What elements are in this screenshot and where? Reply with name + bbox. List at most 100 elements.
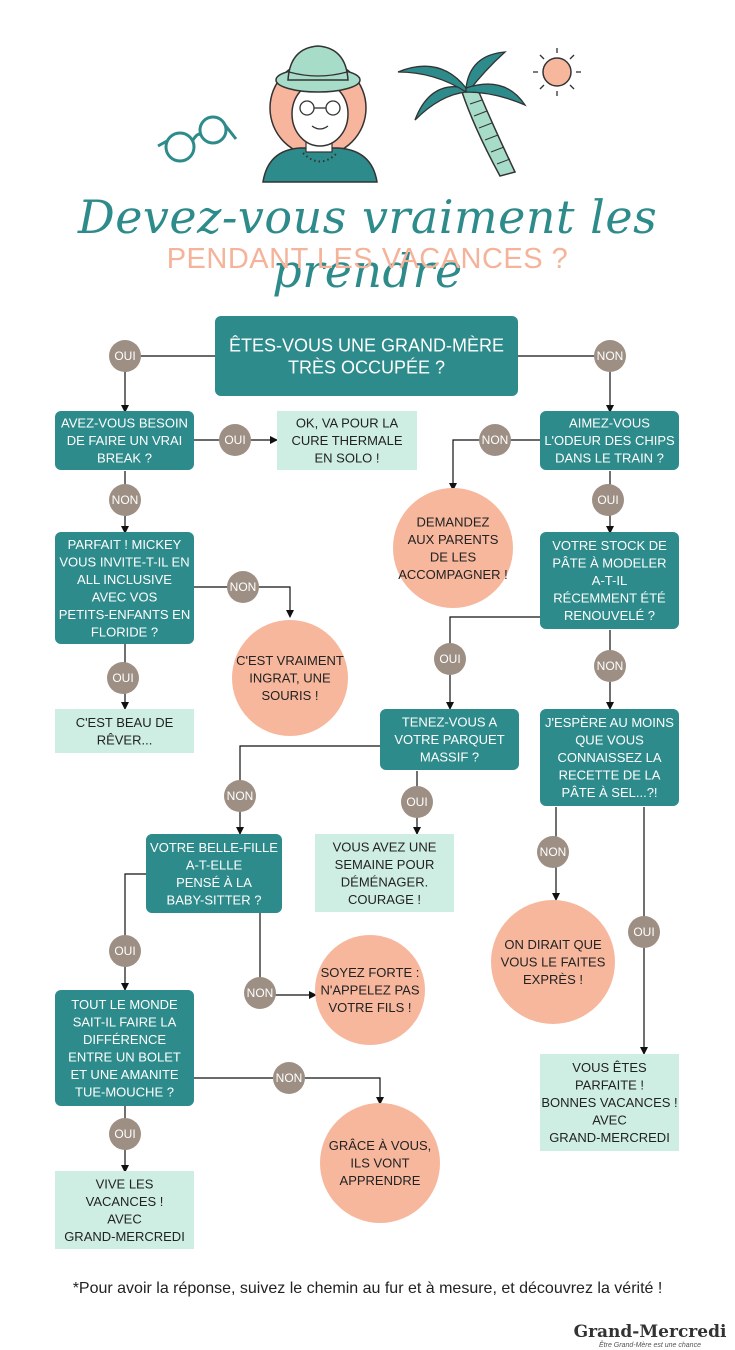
- non-badge: NON: [273, 1062, 305, 1094]
- page-title: Devez-vous vraiment les prendre: [77, 190, 658, 298]
- oui-badge: OUI: [107, 662, 139, 694]
- non-label: NON: [597, 349, 624, 363]
- question-box: [146, 834, 282, 913]
- brand-tagline: Être Grand-Mère est une chance: [599, 1342, 701, 1349]
- non-badge: NON: [594, 340, 626, 372]
- answer-circle: [315, 935, 425, 1045]
- oui-badge: OUI: [109, 340, 141, 372]
- answer-box: [55, 709, 194, 753]
- oui-label: OUI: [114, 944, 135, 958]
- brand-logo: Grand-Mercredi: [573, 1322, 727, 1342]
- question-box: [55, 990, 194, 1106]
- connector-line: [446, 616, 540, 710]
- non-badge: NON: [537, 836, 569, 868]
- connector-line: [194, 586, 294, 618]
- answer-circle: [491, 900, 615, 1024]
- connector-line: [121, 873, 146, 991]
- non-badge: NON: [479, 424, 511, 456]
- non-badge: NON: [244, 977, 276, 1009]
- question-box: [540, 411, 679, 470]
- page-subtitle: PENDANT LES VACANCES ?: [166, 243, 569, 275]
- non-label: NON: [482, 433, 509, 447]
- answer-box: [540, 1054, 679, 1151]
- non-label: NON: [112, 493, 139, 507]
- footer-note: *Pour avoir la réponse, suivez le chemin…: [72, 1280, 663, 1297]
- oui-label: OUI: [224, 433, 245, 447]
- oui-label: OUI: [112, 671, 133, 685]
- oui-label: OUI: [114, 1127, 135, 1141]
- non-badge: NON: [227, 571, 259, 603]
- connector-line: [194, 1077, 384, 1105]
- oui-badge: OUI: [628, 916, 660, 948]
- answer-box: [315, 834, 454, 912]
- sun-icon: [533, 48, 581, 96]
- oui-label: OUI: [406, 795, 427, 809]
- non-label: NON: [227, 789, 254, 803]
- non-label: NON: [597, 659, 624, 673]
- oui-label: OUI: [633, 925, 654, 939]
- answer-box: [277, 411, 417, 470]
- oui-label: OUI: [114, 349, 135, 363]
- oui-label: OUI: [597, 493, 618, 507]
- non-badge: NON: [109, 484, 141, 516]
- oui-badge: OUI: [401, 786, 433, 818]
- connector-line: [518, 355, 614, 413]
- question-box: [540, 532, 679, 629]
- question-box: [540, 709, 679, 806]
- connector-line: [236, 745, 380, 835]
- non-label: NON: [230, 580, 257, 594]
- grandmother-icon: [262, 45, 378, 183]
- question-box: [215, 316, 518, 396]
- oui-badge: OUI: [219, 424, 251, 456]
- sunglasses-icon: [157, 115, 238, 163]
- non-label: NON: [540, 845, 567, 859]
- non-label: NON: [276, 1071, 303, 1085]
- question-box: [380, 709, 519, 770]
- non-badge: NON: [224, 780, 256, 812]
- oui-badge: OUI: [434, 643, 466, 675]
- answer-circle: [393, 488, 513, 608]
- question-box: [55, 532, 194, 644]
- non-label: NON: [247, 986, 274, 1000]
- oui-badge: OUI: [592, 484, 624, 516]
- oui-badge: OUI: [109, 935, 141, 967]
- non-badge: NON: [594, 650, 626, 682]
